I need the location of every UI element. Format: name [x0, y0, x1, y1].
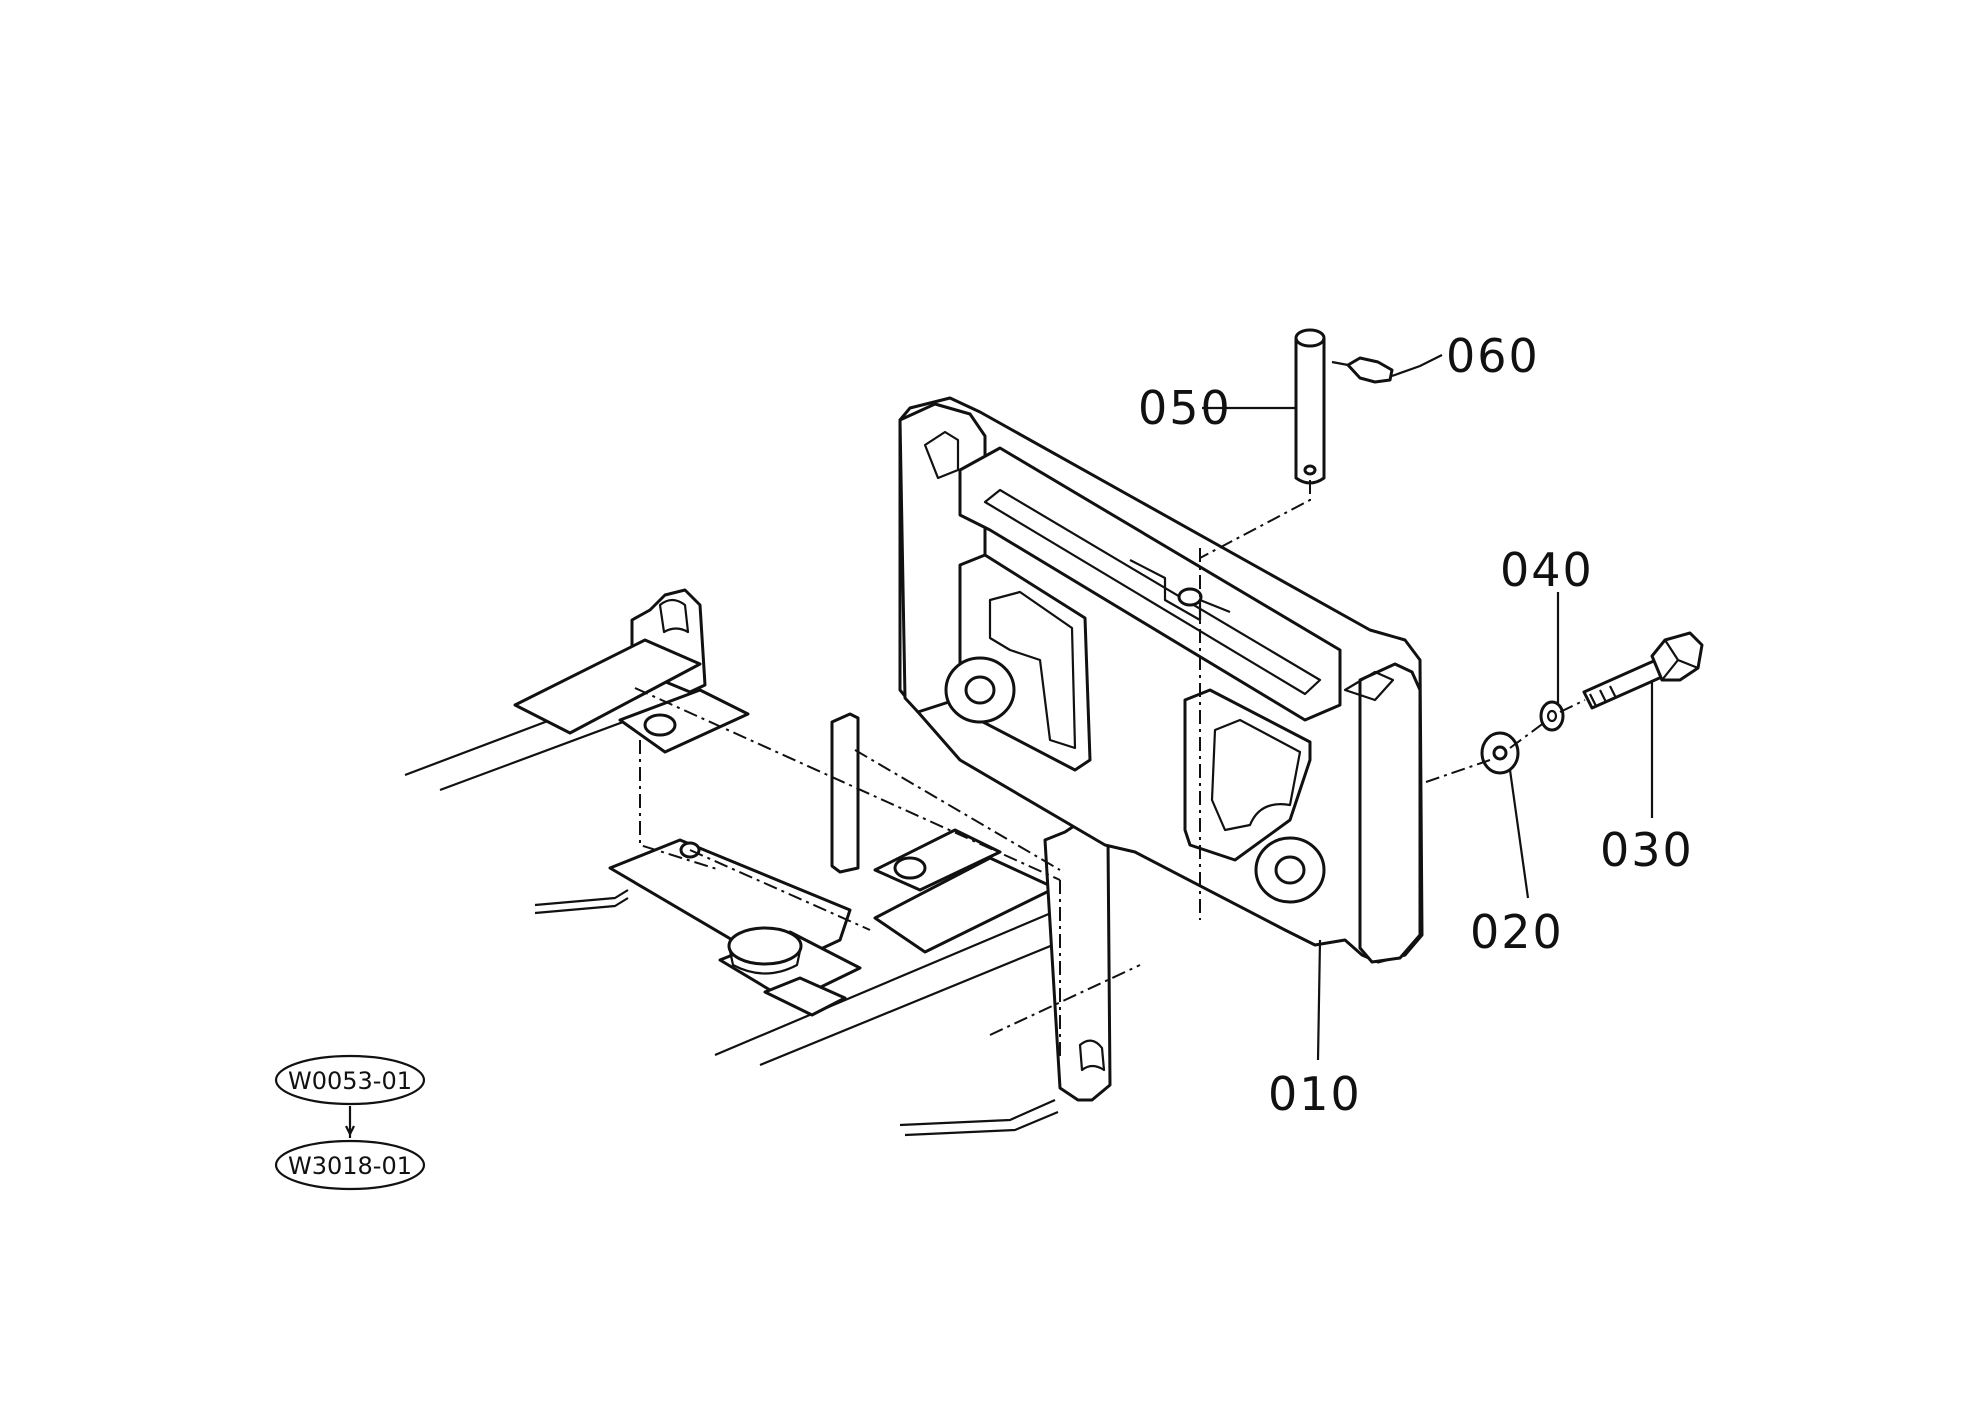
- callout-020-label: 020: [1470, 905, 1564, 959]
- reference-upper-label: W0053-01: [288, 1067, 412, 1095]
- callout-010-label: 010: [1268, 1067, 1362, 1121]
- frame-assembly: [404, 588, 1141, 1137]
- washer-part: [1480, 731, 1520, 775]
- callout-040-label: 040: [1500, 543, 1594, 597]
- callout-060-label: 060: [1446, 329, 1540, 383]
- counterweight-part: [898, 396, 1424, 964]
- callout-030-label: 030: [1600, 823, 1694, 877]
- reference-lower-oval: [274, 1139, 426, 1191]
- reference-upper-oval: [274, 1054, 426, 1106]
- leader-lines: [1202, 354, 1654, 1061]
- pin-part: [1294, 328, 1326, 485]
- callout-050-label: 050: [1138, 381, 1232, 435]
- bolt-part: [1582, 631, 1704, 710]
- reference-arrow-icon: [345, 1125, 355, 1137]
- lock-washer-part: [1539, 700, 1565, 732]
- clip-part: [1331, 356, 1394, 384]
- reference-block: W0053-01 W3018-01: [274, 1054, 426, 1191]
- reference-lower-label: W3018-01: [288, 1152, 412, 1180]
